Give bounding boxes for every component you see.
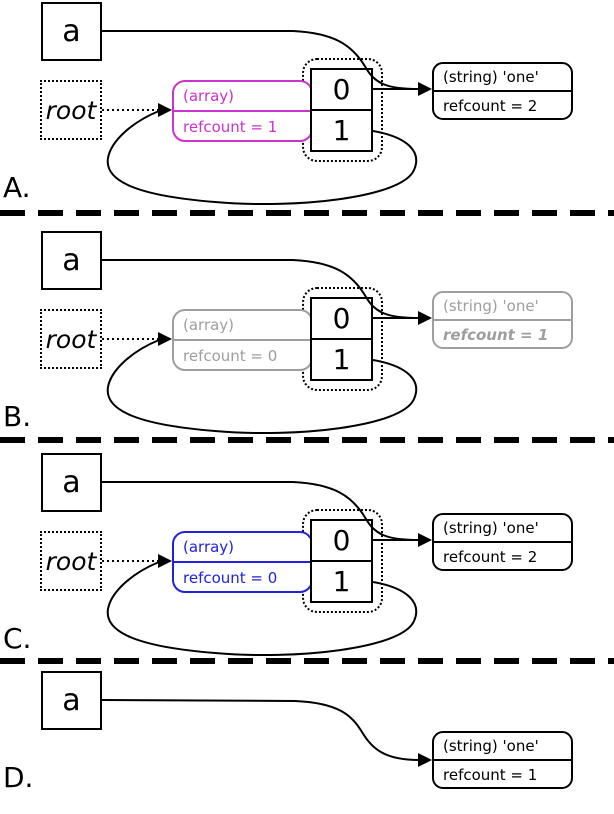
table-cell-0: 0	[332, 524, 351, 557]
string-refcount-label: refcount = 1	[434, 759, 571, 789]
array-type-label: (array)	[183, 87, 235, 105]
root-box: root	[40, 531, 102, 591]
arrowhead	[158, 554, 172, 568]
string-refcount-label: refcount = 2	[434, 90, 571, 120]
panel-label-d: D.	[3, 761, 34, 794]
arrowhead	[418, 533, 432, 547]
table-cell-1: 1	[312, 109, 371, 150]
variable-box-a: a	[41, 671, 102, 730]
table-cell-0: 0	[332, 73, 351, 106]
array-type-label: (array)	[183, 538, 235, 556]
string-refcount-label: refcount = 1	[434, 319, 571, 349]
table-cell-1: 1	[312, 560, 371, 601]
root-label: root	[45, 546, 97, 576]
value-table: 0 1	[310, 297, 373, 381]
table-cell-0: 0	[332, 302, 351, 335]
array-refcount-label: refcount = 0	[174, 339, 311, 371]
variable-box-a: a	[41, 2, 102, 61]
variable-label: a	[62, 243, 81, 278]
arrowhead	[418, 753, 432, 767]
array-zval-box: (array) refcount = 1	[172, 80, 313, 142]
variable-label: a	[62, 683, 81, 718]
table-cell-1: 1	[312, 338, 371, 379]
string-zval-box: (string) 'one' refcount = 2	[432, 62, 573, 120]
arrowhead	[418, 311, 432, 325]
string-type-label: (string) 'one'	[443, 519, 539, 537]
variable-to-string-arrow	[101, 699, 420, 761]
string-zval-box: (string) 'one' refcount = 1	[432, 291, 573, 349]
panel-label-a: A.	[3, 171, 31, 204]
string-refcount-label: refcount = 2	[434, 541, 571, 571]
variable-label: a	[62, 465, 81, 500]
value-table: 0 1	[310, 68, 373, 152]
arrowhead	[158, 103, 172, 117]
arrowhead	[418, 82, 432, 96]
root-label: root	[45, 324, 97, 354]
variable-box-a: a	[41, 231, 102, 290]
array-refcount-label: refcount = 0	[174, 561, 311, 593]
root-box: root	[40, 309, 102, 369]
string-zval-box: (string) 'one' refcount = 2	[432, 513, 573, 571]
panel-label-c: C.	[3, 622, 32, 655]
string-type-label: (string) 'one'	[443, 68, 539, 86]
value-table: 0 1	[310, 519, 373, 603]
string-type-label: (string) 'one'	[443, 737, 539, 755]
string-zval-box: (string) 'one' refcount = 1	[432, 731, 573, 789]
arrowhead	[158, 332, 172, 346]
root-box: root	[40, 80, 102, 140]
root-label: root	[45, 95, 97, 125]
array-refcount-label: refcount = 1	[174, 110, 311, 142]
variable-label: a	[62, 14, 81, 49]
variable-box-a: a	[41, 453, 102, 512]
string-type-label: (string) 'one'	[443, 297, 539, 315]
array-type-label: (array)	[183, 316, 235, 334]
array-zval-box: (array) refcount = 0	[172, 309, 313, 371]
array-zval-box: (array) refcount = 0	[172, 531, 313, 593]
panel-label-b: B.	[3, 400, 32, 433]
